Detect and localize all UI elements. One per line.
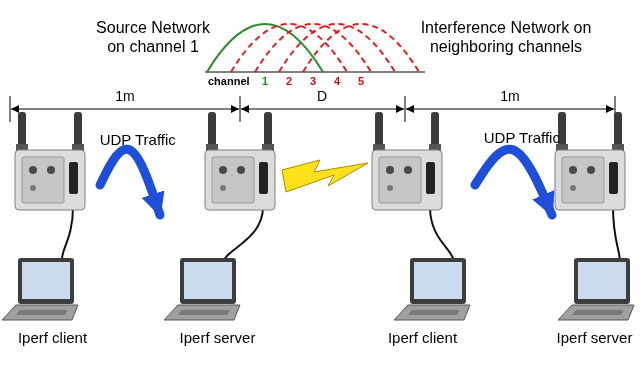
dimension-lines	[10, 96, 615, 122]
axis-label: channel	[208, 75, 250, 87]
dimension-label: D	[317, 89, 327, 104]
channel-arc	[303, 24, 419, 72]
host-label: Iperf server	[180, 329, 256, 347]
interference-bolt	[282, 160, 368, 192]
access-point	[372, 112, 442, 210]
host-label: Iperf server	[557, 329, 633, 347]
edge-label: UDP Traffic	[100, 132, 176, 149]
network-range	[0, 0, 415, 365]
network-area: Interference Network on neighboring chan…	[225, 0, 640, 365]
host-label: Iperf client	[388, 329, 457, 347]
host-label: Iperf client	[18, 329, 87, 347]
laptop	[2, 258, 78, 320]
laptop	[394, 258, 470, 320]
network-title: Source Network on channel 1	[90, 18, 216, 56]
iperf-host: Iperf client	[5, 115, 100, 347]
laptop	[164, 258, 240, 320]
channel-number: 1	[262, 75, 268, 87]
iperf-host: Iperf server	[160, 115, 275, 347]
dimension-label: 1m	[115, 89, 134, 104]
traffic-arrow	[475, 149, 552, 215]
network-range	[225, 0, 640, 365]
iperf-host: Iperf server	[552, 115, 637, 347]
laptop	[558, 258, 634, 320]
access-point	[15, 112, 85, 210]
traffic-arrow	[100, 149, 160, 215]
iperf-host: Iperf client	[370, 115, 475, 347]
dimension-label: 1m	[500, 89, 519, 104]
channel-number: 4	[334, 75, 340, 87]
network-area: Source Network on channel 1 Iperf client I…	[0, 0, 415, 365]
access-point	[205, 112, 275, 210]
edge-label: UDP Traffic	[484, 130, 560, 147]
network-title: Interference Network on neighboring chan…	[415, 18, 597, 56]
channel-axis	[205, 72, 425, 73]
channel-number: 3	[310, 75, 316, 87]
cables	[62, 207, 620, 262]
access-point	[555, 112, 625, 210]
network-circle	[0, 0, 415, 365]
channel-number: 2	[286, 75, 292, 87]
channel-number: 5	[358, 75, 364, 87]
